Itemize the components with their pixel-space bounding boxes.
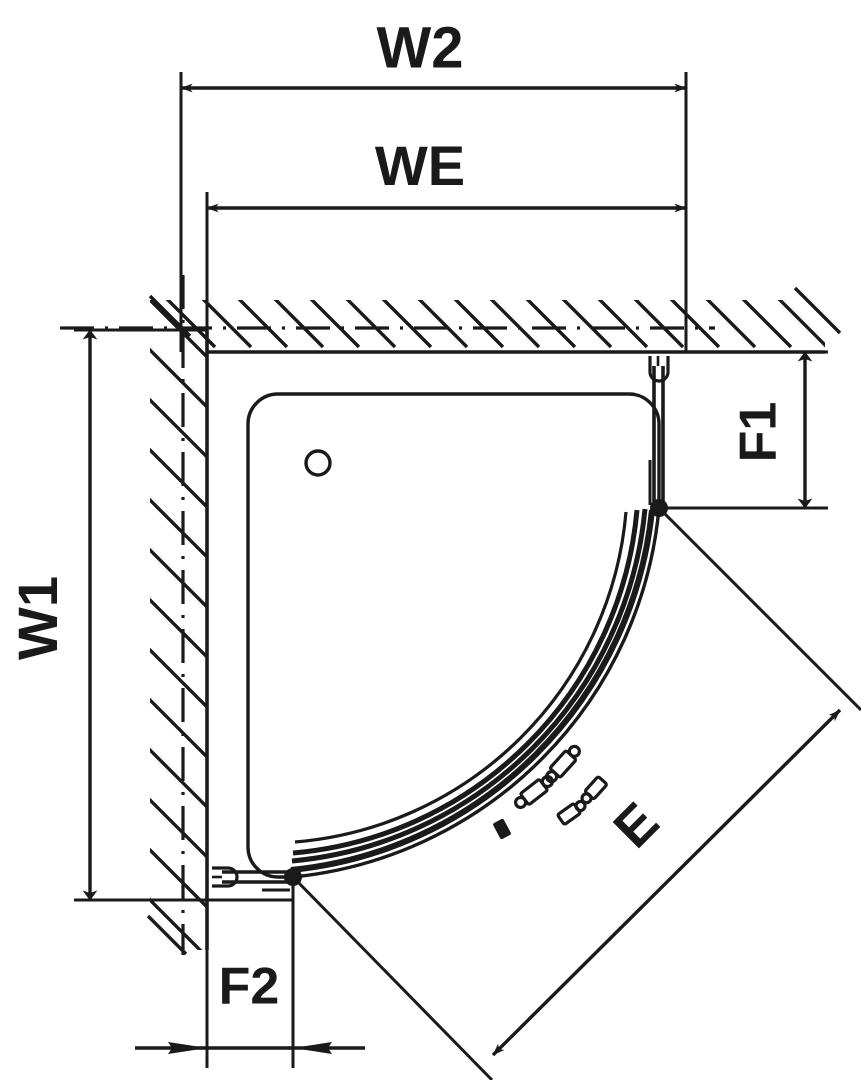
top-wall-profile (648, 356, 670, 505)
dimension-w1 (74, 328, 293, 902)
left-wall-hatching (150, 300, 207, 950)
dimension-f1 (659, 350, 828, 510)
label-we: WE (375, 134, 465, 197)
dimension-e (291, 506, 861, 1080)
wall-hatch-overflow (146, 286, 842, 956)
drain-circle-icon (304, 449, 332, 477)
e-ext-upper (657, 506, 861, 712)
e-dim-line (491, 708, 842, 1057)
f2-arrow-right (293, 1042, 332, 1054)
label-f2: F2 (219, 958, 280, 1016)
f2-arrow-left (168, 1042, 207, 1054)
left-wall-profile (212, 866, 290, 892)
top-wall-hatching (165, 300, 825, 349)
door-handle-block (493, 818, 511, 840)
dimension-we (205, 192, 687, 352)
wall-assembly (60, 275, 842, 956)
shower-enclosure (212, 356, 670, 892)
dimension-text-labels: W2 WE W1 F1 F2 E (6, 15, 788, 1015)
label-e: E (602, 791, 670, 859)
dimension-f2 (135, 877, 365, 1068)
shower-tray-outline (246, 392, 661, 879)
door-arc-inner (294, 511, 628, 844)
label-w2: W2 (377, 15, 464, 80)
e-ext-lower (291, 875, 494, 1080)
label-f1: F1 (730, 402, 788, 463)
label-w1: W1 (6, 576, 69, 660)
